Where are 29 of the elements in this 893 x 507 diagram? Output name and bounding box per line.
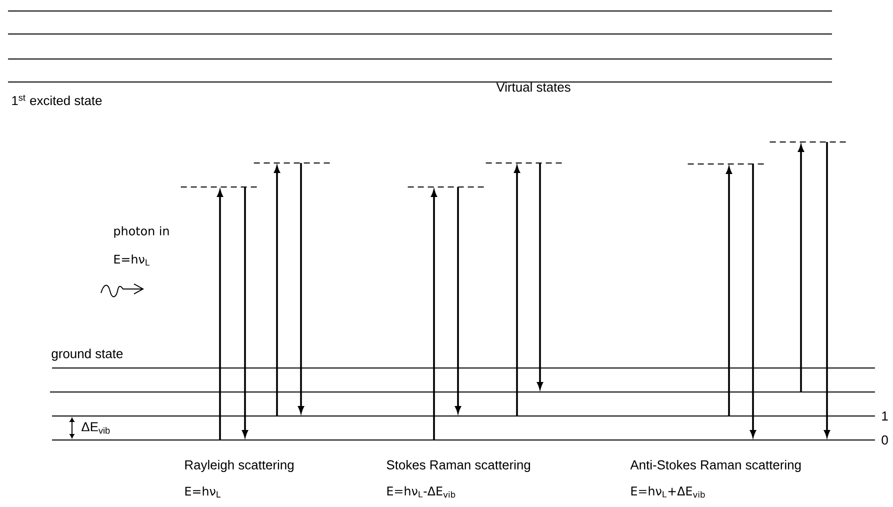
virtual-level-line bbox=[253, 162, 333, 164]
transition-arrow bbox=[798, 145, 804, 392]
transition-arrow bbox=[514, 166, 520, 416]
text-label: E=hν$_{L}$-ΔE$_{vib}$ bbox=[387, 486, 456, 498]
transition-arrow bbox=[726, 167, 732, 416]
text-label: E=hν$_{L}$ bbox=[114, 254, 150, 266]
text-label: Rayleigh scattering bbox=[185, 460, 294, 472]
text-label: Virtual states bbox=[496, 82, 570, 92]
text-label: E=hν$_{L}$+ΔE$_{vib}$ bbox=[631, 486, 705, 498]
transition-arrow bbox=[298, 163, 304, 413]
level-label: ground state bbox=[52, 348, 123, 361]
transition-arrow bbox=[750, 164, 756, 437]
virtual-level-line bbox=[485, 162, 565, 164]
text-label: 1$^{st}$ excited state bbox=[12, 94, 102, 106]
text-label: photon in bbox=[114, 226, 169, 238]
transition-arrow bbox=[455, 187, 461, 413]
text-label: Anti-Stokes Raman scattering bbox=[630, 460, 801, 472]
text-label: ΔE$_{vib}$ bbox=[82, 422, 110, 434]
transition-arrow bbox=[431, 190, 437, 440]
transition-arrow bbox=[217, 190, 223, 440]
text-label: Stokes Raman scattering bbox=[386, 460, 530, 472]
level-label: 1 bbox=[882, 412, 888, 420]
transition-arrow bbox=[274, 166, 280, 416]
virtual-level-line bbox=[407, 186, 487, 188]
transition-arrow bbox=[242, 187, 248, 437]
level-label: 0 bbox=[882, 435, 888, 445]
transition-arrow bbox=[537, 163, 543, 389]
text-label: E=hν$_{L}$ bbox=[185, 486, 221, 498]
transition-arrow bbox=[824, 142, 830, 437]
